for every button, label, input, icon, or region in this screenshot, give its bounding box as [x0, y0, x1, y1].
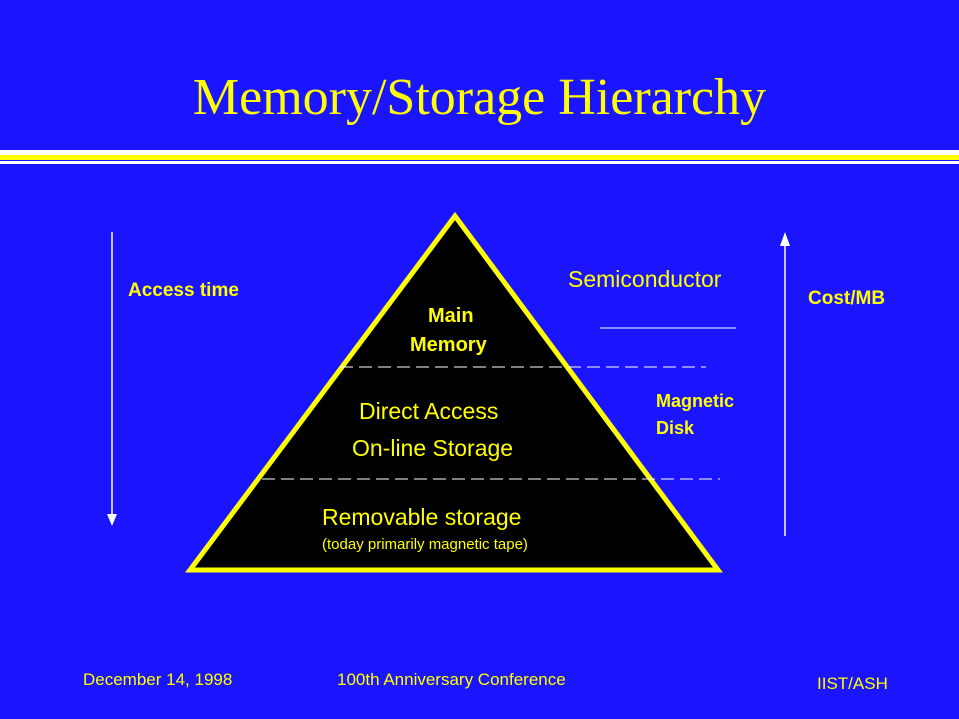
semiconductor-label: Semiconductor: [568, 266, 722, 292]
title-rule-bottom: [0, 161, 959, 164]
magnetic-disk-label-line2: Disk: [656, 418, 695, 438]
pyramid: [185, 211, 723, 573]
cost-per-mb-label: Cost/MB: [808, 288, 886, 309]
direct-access-label-line2: On-line Storage: [352, 435, 514, 461]
main-memory-label-line1: Main: [428, 305, 474, 327]
direct-access-label-line1: Direct Access: [359, 398, 499, 424]
title-rule-accent: [0, 155, 959, 160]
footer-event: 100th Anniversary Conference: [337, 670, 566, 689]
main-memory-label-line2: Memory: [410, 334, 487, 356]
access-time-arrowhead: [107, 514, 117, 526]
cost-arrowhead: [780, 232, 790, 246]
removable-storage-note: (today primarily magnetic tape): [322, 536, 528, 553]
removable-storage-label: Removable storage: [322, 504, 522, 530]
footer-date: December 14, 1998: [83, 670, 233, 689]
slide-title: Memory/Storage Hierarchy: [192, 69, 767, 126]
magnetic-disk-label-line1: Magnetic: [656, 391, 735, 411]
footer-org: IIST/ASH: [817, 674, 888, 693]
title-rule-top: [0, 150, 959, 155]
access-time-label: Access time: [128, 280, 239, 301]
